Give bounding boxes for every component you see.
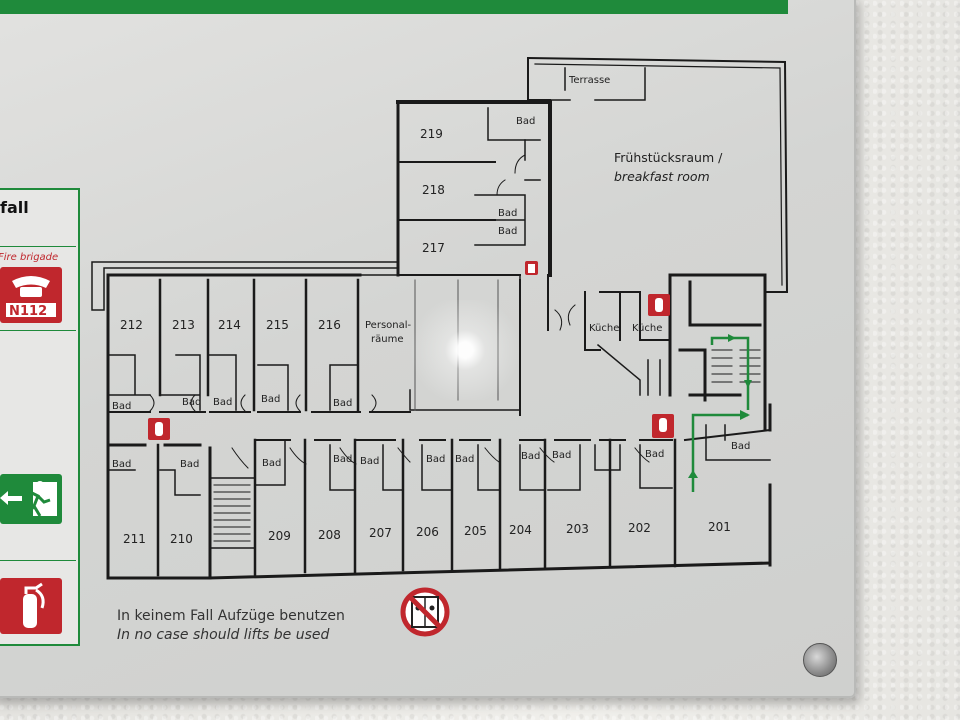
bath-label: Bad xyxy=(516,116,535,127)
sign-top-green-strip xyxy=(0,0,788,14)
staff-room-label-1: Personal- xyxy=(365,320,412,331)
room-213-label: 213 xyxy=(172,318,195,332)
bath-label: Bad xyxy=(213,397,232,408)
bath-label: Bad xyxy=(180,459,199,470)
room-216-label: 216 xyxy=(318,318,341,332)
kitchen-label-1: Küche xyxy=(589,323,619,334)
room-208-label: 208 xyxy=(318,528,341,542)
breakfast-room-label-de: Frühstücksraum / xyxy=(614,150,723,165)
room-210-label: 210 xyxy=(170,532,193,546)
bath-label: Bad xyxy=(182,397,201,408)
room-205-label: 205 xyxy=(464,524,487,538)
room-218-label: 218 xyxy=(422,183,445,197)
bath-label: Bad xyxy=(262,458,281,469)
legend-divider xyxy=(0,246,76,247)
room-202-label: 202 xyxy=(628,521,651,535)
notice-no-lifts-de: In keinem Fall Aufzüge benutzen xyxy=(117,608,345,624)
notice-no-lifts-en: In no case should lifts be used xyxy=(117,627,330,643)
room-209-label: 209 xyxy=(268,529,291,543)
bath-label: Bad xyxy=(455,454,474,465)
room-211-label: 211 xyxy=(123,532,146,546)
fire-brigade-phone-icon: N 112 xyxy=(0,267,62,323)
emergency-exit-icon xyxy=(0,474,62,524)
room-201-label: 201 xyxy=(708,520,731,534)
bath-label: Bad xyxy=(333,454,352,465)
room-219-label: 219 xyxy=(420,127,443,141)
fire-brigade-label: Fire brigade xyxy=(0,252,59,263)
bath-label: Bad xyxy=(498,226,517,237)
phone-prefix: N xyxy=(9,304,20,319)
bath-label: Bad xyxy=(112,401,131,412)
emergency-number: 112 xyxy=(20,304,47,319)
bath-label: Bad xyxy=(426,454,445,465)
camera-glare xyxy=(410,300,520,400)
room-203-label: 203 xyxy=(566,522,589,536)
bath-label: Bad xyxy=(360,456,379,467)
legend-divider xyxy=(0,560,76,561)
legend-divider xyxy=(0,330,76,331)
legend-title: fall xyxy=(0,198,29,217)
breakfast-room-label-en: breakfast room xyxy=(614,169,710,184)
fire-extinguisher-markers xyxy=(148,261,674,440)
room-206-label: 206 xyxy=(416,525,439,539)
terrace-label: Terrasse xyxy=(568,75,610,86)
bath-label: Bad xyxy=(552,450,571,461)
room-217-label: 217 xyxy=(422,241,445,255)
room-207-label: 207 xyxy=(369,526,392,540)
bath-label: Bad xyxy=(521,451,540,462)
fire-extinguisher-legend-icon xyxy=(0,578,62,634)
bath-label: Bad xyxy=(333,398,352,409)
legend-panel xyxy=(0,188,80,646)
staff-room-label-2: räume xyxy=(371,334,403,345)
kitchen-label-2: Küche xyxy=(632,323,662,334)
room-215-label: 215 xyxy=(266,318,289,332)
bath-label: Bad xyxy=(645,449,664,460)
no-elevator-icon xyxy=(400,587,450,637)
bath-label: Bad xyxy=(112,459,131,470)
bath-label: Bad xyxy=(498,208,517,219)
room-212-label: 212 xyxy=(120,318,143,332)
room-214-label: 214 xyxy=(218,318,241,332)
room-204-label: 204 xyxy=(509,523,532,537)
mounting-screw xyxy=(803,643,837,677)
bath-label: Bad xyxy=(731,441,750,452)
bath-label: Bad xyxy=(261,394,280,405)
